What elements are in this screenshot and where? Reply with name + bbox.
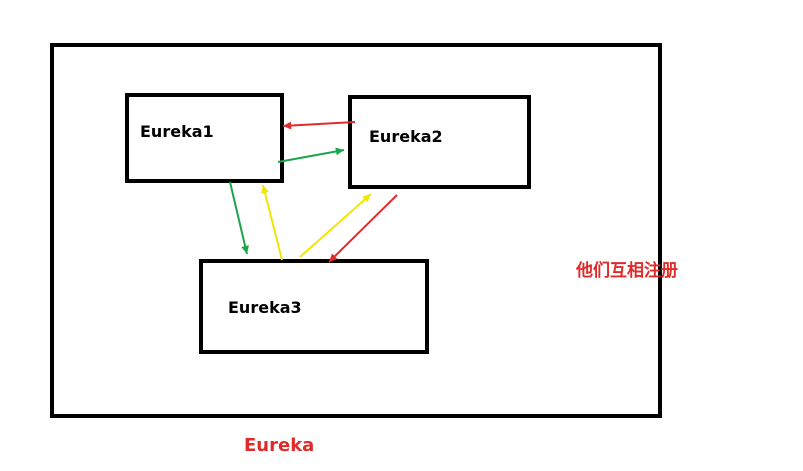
node-eureka2 [348,95,531,189]
node-eureka1-label: Eureka1 [140,122,214,141]
outer-container [50,43,662,418]
mutual-registration-annotation: 他们互相注册 [576,261,678,281]
node-eureka3-label: Eureka3 [228,298,302,317]
node-eureka1 [125,93,284,183]
node-eureka3 [199,259,429,354]
outer-caption: Eureka [244,435,315,456]
node-eureka2-label: Eureka2 [369,127,443,146]
